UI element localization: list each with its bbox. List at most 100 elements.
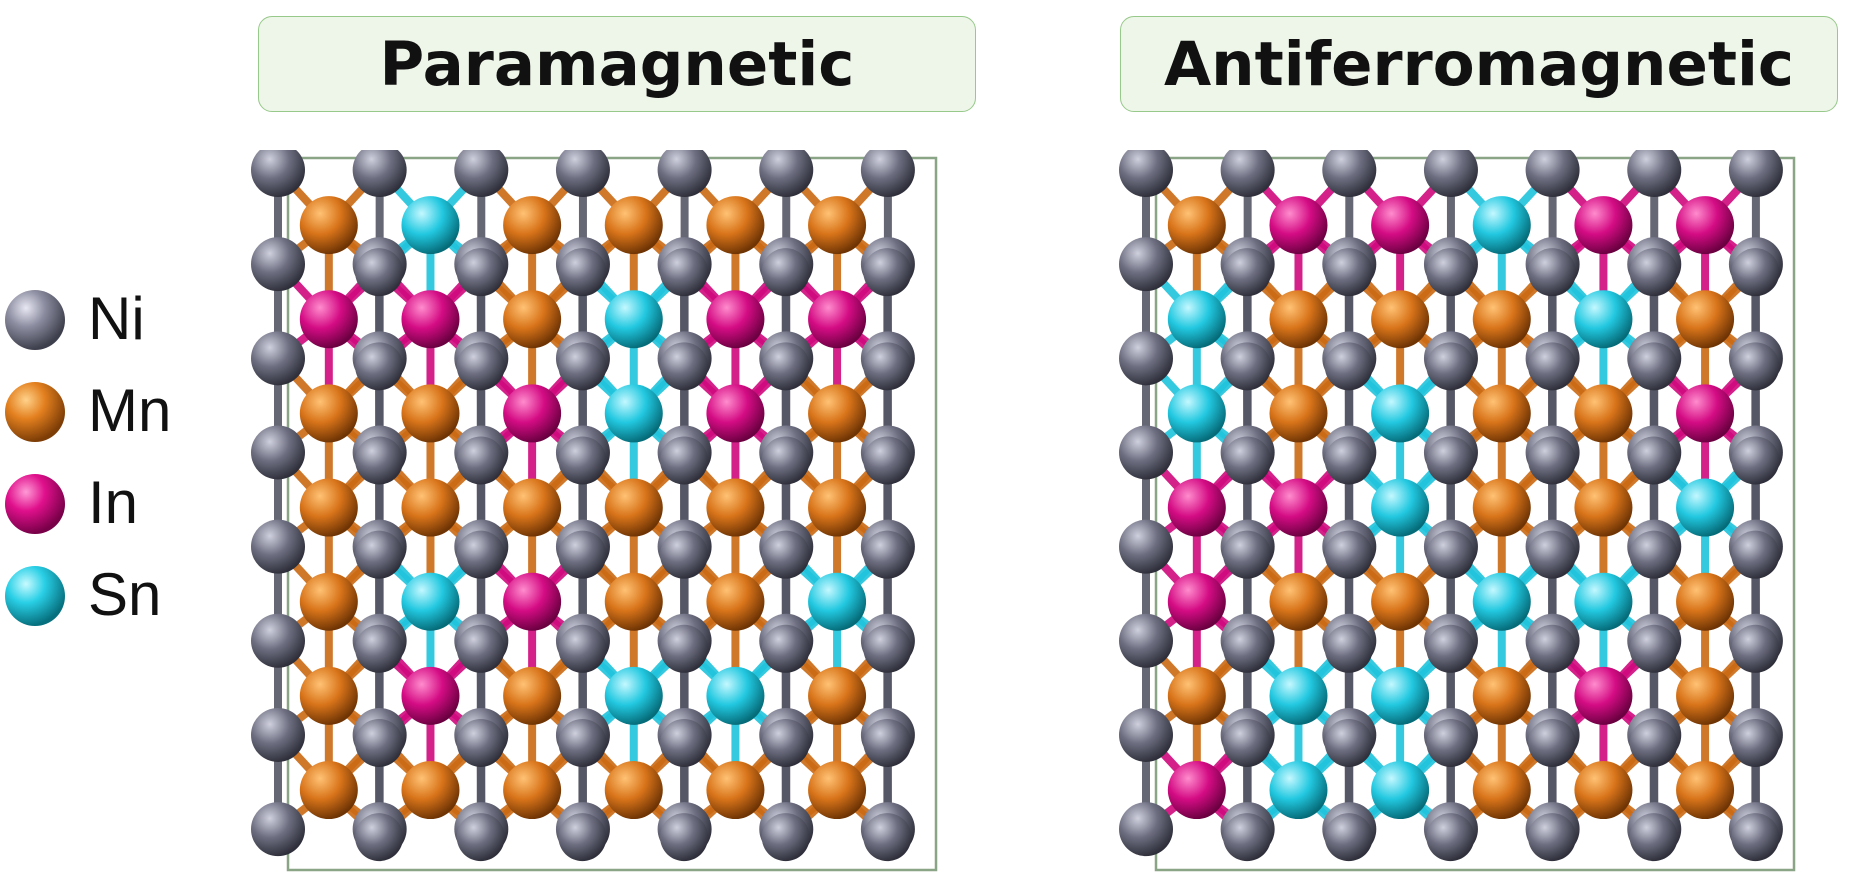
atom-mn bbox=[808, 384, 867, 443]
atom-ni bbox=[1220, 150, 1275, 197]
legend-label-sn: Sn bbox=[88, 561, 162, 628]
atom-ni bbox=[1223, 248, 1272, 297]
atom-ni bbox=[1731, 530, 1780, 579]
atom-ni bbox=[1423, 150, 1478, 197]
atom-ni bbox=[863, 530, 912, 579]
atom-in bbox=[1167, 478, 1226, 537]
legend-item-ni: Ni bbox=[0, 285, 220, 355]
in-atom-icon bbox=[5, 474, 65, 534]
atom-ni bbox=[1324, 624, 1373, 673]
atom-sn bbox=[401, 572, 460, 631]
atom-sn bbox=[1371, 384, 1430, 443]
atom-ni bbox=[1528, 813, 1577, 862]
atom-ni bbox=[251, 707, 305, 762]
atom-sn bbox=[1167, 290, 1226, 349]
atom-sn bbox=[1574, 290, 1633, 349]
atom-ni bbox=[251, 802, 305, 857]
atom-ni bbox=[863, 813, 912, 862]
atom-in bbox=[1676, 384, 1735, 443]
atom-mn bbox=[706, 196, 765, 255]
atom-ni bbox=[352, 150, 407, 197]
atom-ni bbox=[1119, 802, 1173, 857]
atom-ni bbox=[1119, 150, 1173, 197]
atom-ni bbox=[761, 718, 810, 767]
atom-ni bbox=[454, 150, 509, 197]
atom-ni bbox=[1324, 530, 1373, 579]
atom-mn bbox=[503, 478, 562, 537]
legend-label-mn: Mn bbox=[88, 377, 172, 444]
atom-ni bbox=[1426, 248, 1475, 297]
atom-ni bbox=[761, 624, 810, 673]
atom-ni bbox=[1324, 342, 1373, 391]
paramagnetic-crystal-structure bbox=[251, 150, 938, 872]
legend-item-in: In bbox=[0, 469, 220, 539]
atom-ni bbox=[1223, 624, 1272, 673]
atom-ni bbox=[558, 813, 607, 862]
atom-ni bbox=[558, 436, 607, 485]
atom-ni bbox=[660, 342, 709, 391]
atom-mn bbox=[299, 384, 358, 443]
atom-mn bbox=[706, 761, 765, 820]
atom-sn bbox=[1269, 666, 1328, 725]
antiferromagnetic-crystal-structure bbox=[1119, 150, 1796, 872]
panel-title-antiferromagnetic: Antiferromagnetic bbox=[1120, 16, 1838, 112]
atom-ni bbox=[558, 342, 607, 391]
atom-ni bbox=[863, 718, 912, 767]
atom-in bbox=[1269, 478, 1328, 537]
atom-ni bbox=[1324, 813, 1373, 862]
atom-sn bbox=[604, 384, 663, 443]
atom-ni bbox=[1528, 436, 1577, 485]
atom-ni bbox=[1223, 436, 1272, 485]
unit-cell-outline bbox=[286, 156, 938, 872]
atom-ni bbox=[657, 150, 712, 197]
atom-ni bbox=[355, 718, 404, 767]
atom-ni bbox=[1426, 813, 1475, 862]
atom-ni bbox=[660, 813, 709, 862]
atom-sn bbox=[706, 666, 765, 725]
atom-in bbox=[1574, 196, 1633, 255]
atom-ni bbox=[1528, 248, 1577, 297]
atom-mn bbox=[1574, 384, 1633, 443]
atom-ni bbox=[251, 425, 305, 480]
atom-in bbox=[808, 290, 867, 349]
atom-mn bbox=[1472, 290, 1531, 349]
atom-ni bbox=[759, 150, 814, 197]
atom-mn bbox=[808, 196, 867, 255]
atom-ni bbox=[251, 519, 305, 574]
atom-ni bbox=[1119, 613, 1173, 668]
atom-in bbox=[503, 572, 562, 631]
atom-sn bbox=[604, 290, 663, 349]
atom-mn bbox=[503, 196, 562, 255]
atom-ni bbox=[355, 342, 404, 391]
atom-mn bbox=[401, 384, 460, 443]
atom-sn bbox=[1472, 572, 1531, 631]
atom-ni bbox=[761, 248, 810, 297]
atom-ni bbox=[761, 342, 810, 391]
atom-mn bbox=[706, 478, 765, 537]
atom-layer bbox=[251, 150, 915, 862]
atom-ni bbox=[863, 342, 912, 391]
atom-ni bbox=[1528, 342, 1577, 391]
atom-ni bbox=[1119, 237, 1173, 292]
atom-ni bbox=[355, 530, 404, 579]
atom-in bbox=[1167, 761, 1226, 820]
atom-ni bbox=[251, 150, 305, 197]
atom-mn bbox=[1676, 761, 1735, 820]
atom-ni bbox=[355, 248, 404, 297]
panel-title-paramagnetic: Paramagnetic bbox=[258, 16, 976, 112]
atom-ni bbox=[1627, 150, 1682, 197]
atom-mn bbox=[604, 572, 663, 631]
atom-mn bbox=[1472, 384, 1531, 443]
atom-sn bbox=[808, 572, 867, 631]
atom-ni bbox=[761, 530, 810, 579]
atom-ni bbox=[1119, 707, 1173, 762]
atom-ni bbox=[1528, 530, 1577, 579]
atom-ni bbox=[456, 342, 505, 391]
atom-mn bbox=[1269, 572, 1328, 631]
atom-sn bbox=[1371, 761, 1430, 820]
atom-ni bbox=[1629, 342, 1678, 391]
atom-ni bbox=[761, 813, 810, 862]
atom-ni bbox=[456, 624, 505, 673]
atom-ni bbox=[1731, 248, 1780, 297]
atom-ni bbox=[1324, 248, 1373, 297]
